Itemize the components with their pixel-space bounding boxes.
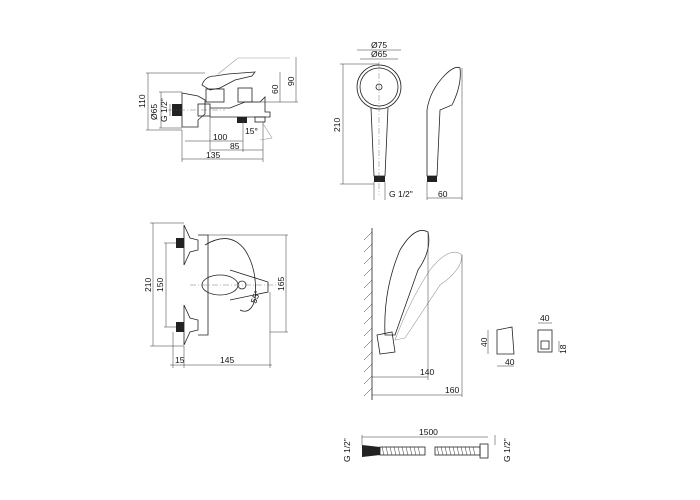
bath-w100-label: 100 xyxy=(213,132,227,142)
wall-w160-label: 160 xyxy=(445,385,459,395)
bath-diameter-label: Ø65 xyxy=(149,104,159,120)
hose-view: 1500 G 1/2" G 1/2" xyxy=(342,427,512,462)
shower-h210-label: 210 xyxy=(332,118,342,132)
wall-mount-view: 140 160 xyxy=(363,228,463,400)
bath-h90-label: 90 xyxy=(286,76,296,86)
shower-thread-label: G 1/2" xyxy=(389,189,413,199)
bath-angle-label: 15° xyxy=(245,126,258,136)
holder-h18-label: 18 xyxy=(558,344,568,354)
shower-d75-label: Ø75 xyxy=(371,40,387,50)
bath-w85-label: 85 xyxy=(230,141,240,151)
hose-thread-right-label: G 1/2" xyxy=(502,438,512,462)
hose-thread-left-label: G 1/2" xyxy=(342,438,352,462)
holder-w40-top-label: 40 xyxy=(540,313,550,323)
holder-w40-bottom-label: 40 xyxy=(505,357,515,367)
mixer-h150-label: 150 xyxy=(155,278,165,292)
shower-mixer-view: 210 150 165 55° 15 145 xyxy=(143,222,288,368)
mixer-w15-label: 15 xyxy=(175,355,185,365)
wall-w140-label: 140 xyxy=(420,367,434,377)
bath-w135-label: 135 xyxy=(206,150,220,160)
holder-view: 40 40 40 18 xyxy=(479,313,568,367)
mixer-angle-label: 55° xyxy=(248,289,262,305)
bath-height-label: 110 xyxy=(137,94,147,108)
mixer-w145-label: 145 xyxy=(220,355,234,365)
shower-d65-label: Ø65 xyxy=(371,49,387,59)
bath-mixer-view: 110 Ø65 G 1/2" 90 60 15° 100 85 135 xyxy=(137,57,298,162)
hose-length-label: 1500 xyxy=(419,427,438,437)
mixer-h210-label: 210 xyxy=(143,278,153,292)
shower-w60-label: 60 xyxy=(438,189,448,199)
hand-shower-view: Ø75 Ø65 210 G 1/2" 60 xyxy=(332,40,463,200)
mixer-h165-label: 165 xyxy=(276,277,286,291)
bath-thread-label: G 1/2" xyxy=(159,98,169,122)
holder-h40-label: 40 xyxy=(479,337,489,347)
bath-h60-label: 60 xyxy=(270,84,280,94)
